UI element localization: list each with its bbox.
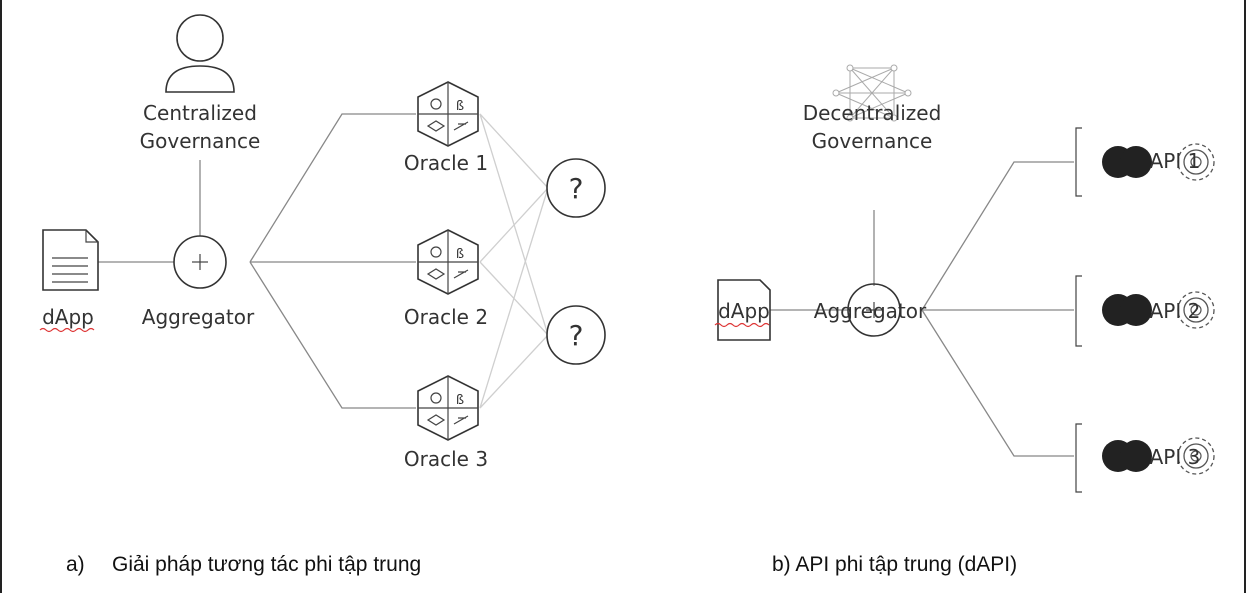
dark-circle-icon	[1120, 294, 1152, 326]
governance-label-b-line2: Governance	[812, 129, 933, 153]
dapp-label-a: dApp	[42, 305, 94, 329]
faint-link	[479, 334, 549, 409]
oracle-label-3: Oracle 3	[404, 447, 488, 471]
api-label-1: API 1	[1150, 149, 1201, 173]
hexagon-oracle-icon: ß	[417, 81, 479, 147]
api-label-2: API 2	[1150, 299, 1201, 323]
question-mark-1: ?	[569, 172, 584, 205]
link-aggregator-oracle-1	[249, 113, 416, 263]
oracle-label-2: Oracle 2	[404, 305, 488, 329]
question-node: ?	[546, 158, 606, 218]
plus-icon	[173, 235, 227, 289]
dark-circle-icon	[1120, 440, 1152, 472]
link-aggregator-oracle-3	[249, 261, 416, 409]
faint-link	[479, 113, 549, 189]
panel-a: Centralized Governance dApp Aggregator ß	[39, 14, 606, 576]
hexagon-oracle-icon: ß	[417, 375, 479, 441]
link-aggregator-api-3	[921, 309, 1074, 457]
svg-text:ß: ß	[456, 247, 464, 262]
link-aggregator-api-1	[921, 161, 1074, 311]
panel-b: Decentralized Governance dApp Aggregator	[714, 64, 1215, 576]
question-mark-2: ?	[569, 319, 584, 352]
dark-circle-icon	[1120, 146, 1152, 178]
gear-icon	[1177, 291, 1215, 329]
network-icon	[832, 64, 912, 122]
governance-label-a-line1: Centralized	[143, 101, 257, 125]
question-node: ?	[546, 305, 606, 365]
dapp-label-b: dApp	[718, 299, 770, 323]
caption-b: b) API phi tập trung (dAPI)	[772, 553, 1017, 576]
api-label-3: API 3	[1150, 445, 1201, 469]
api-node-2: API 2	[1075, 275, 1215, 347]
spellcheck-underline	[714, 322, 770, 328]
oracle-label-1: Oracle 1	[404, 151, 488, 175]
governance-label-b-line1: Decentralized	[803, 101, 942, 125]
svg-text:ß: ß	[456, 99, 464, 114]
spellcheck-underline	[39, 327, 95, 333]
hexagon-oracle-icon: ß	[417, 229, 479, 295]
document-icon	[42, 229, 99, 291]
api-node-3: API 3	[1075, 423, 1215, 493]
caption-a-prefix: a)	[66, 553, 85, 576]
faint-link	[479, 187, 549, 263]
plus-icon	[847, 283, 901, 337]
governance-label-a-line2: Governance	[140, 129, 261, 153]
caption-a: Giải pháp tương tác phi tập trung	[112, 553, 421, 576]
aggregator-label-a: Aggregator	[142, 305, 255, 329]
svg-text:ß: ß	[456, 393, 464, 408]
gear-icon	[1177, 437, 1215, 475]
person-icon	[165, 14, 235, 93]
api-node-1: API 1	[1075, 127, 1215, 197]
faint-link	[479, 187, 549, 409]
aggregator-label-b: Aggregator	[814, 299, 927, 323]
gear-icon	[1177, 143, 1215, 181]
